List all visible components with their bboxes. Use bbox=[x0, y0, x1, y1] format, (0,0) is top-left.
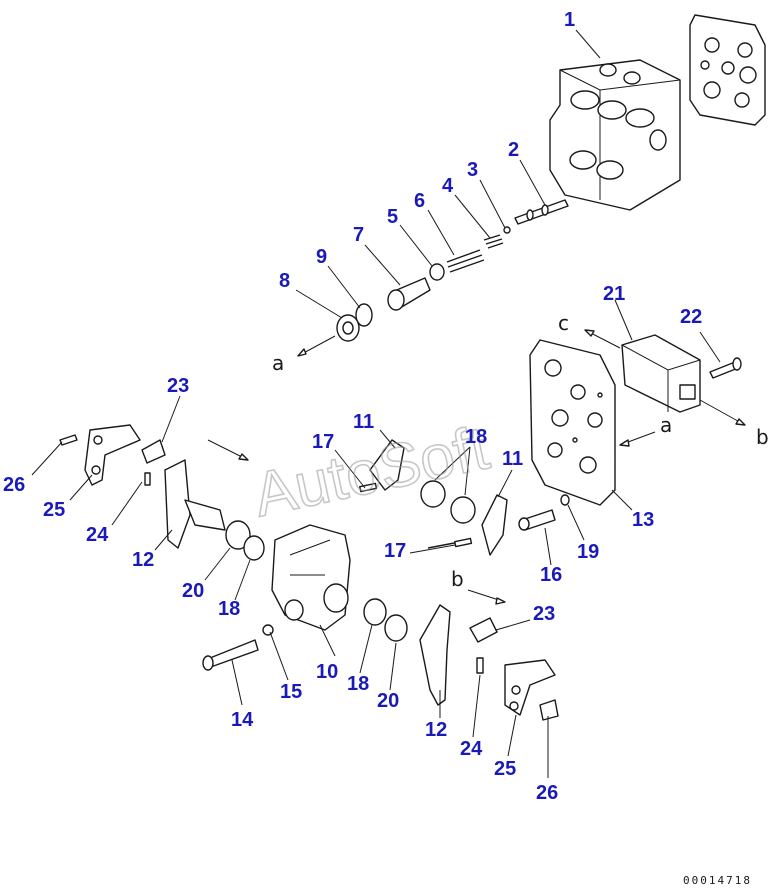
piston-plug bbox=[336, 277, 431, 342]
center-block bbox=[271, 524, 351, 631]
spring-and-seats bbox=[429, 226, 511, 281]
callout-15: 15 bbox=[280, 681, 302, 703]
letter-a-right: a bbox=[660, 413, 672, 437]
callout-24-upper: 24 bbox=[86, 524, 109, 546]
callout-13: 13 bbox=[632, 509, 654, 531]
letter-b-right: b bbox=[756, 425, 769, 449]
callout-17-upper: 17 bbox=[312, 431, 334, 453]
callout-10: 10 bbox=[316, 661, 338, 683]
callout-23-lower: 23 bbox=[533, 603, 555, 625]
flow-arrows bbox=[207, 329, 746, 605]
solenoid-valve bbox=[621, 334, 742, 413]
callout-4: 4 bbox=[442, 175, 454, 197]
callout-20-lower: 20 bbox=[377, 690, 399, 712]
side-plate bbox=[689, 14, 766, 126]
callout-11-right: 11 bbox=[502, 448, 523, 470]
callout-2: 2 bbox=[508, 139, 519, 161]
callout-labels: 1 2 3 4 5 6 7 8 9 21 22 23 26 25 24 11 1… bbox=[3, 9, 702, 804]
callout-16: 16 bbox=[540, 564, 562, 586]
connection-letters: a a b b c bbox=[272, 311, 769, 591]
callout-8: 8 bbox=[279, 270, 290, 292]
callout-18-left: 18 bbox=[218, 598, 240, 620]
callout-12-left: 12 bbox=[132, 549, 154, 571]
callout-11-left: 11 bbox=[353, 411, 374, 433]
callout-3: 3 bbox=[467, 159, 478, 181]
callout-12-right: 12 bbox=[425, 719, 447, 741]
callout-23-upper: 23 bbox=[167, 375, 189, 397]
callout-17-lower: 17 bbox=[384, 540, 406, 562]
gasket-plate bbox=[529, 339, 616, 506]
callout-7: 7 bbox=[353, 224, 364, 246]
callout-26-lower: 26 bbox=[536, 782, 558, 804]
callout-6: 6 bbox=[414, 190, 425, 212]
callout-1: 1 bbox=[564, 9, 575, 31]
valve-body bbox=[549, 59, 681, 211]
lower-right-lever-assembly bbox=[363, 598, 559, 721]
callout-14: 14 bbox=[231, 709, 254, 731]
letter-a-left: a bbox=[272, 351, 284, 375]
callout-25-lower: 25 bbox=[494, 758, 516, 780]
left-lever-assembly bbox=[59, 424, 265, 561]
callout-18-upper: 18 bbox=[465, 426, 487, 448]
bolts-and-washers bbox=[202, 482, 570, 671]
callout-5: 5 bbox=[387, 206, 398, 228]
center-rollers bbox=[364, 439, 508, 556]
spool bbox=[514, 199, 569, 225]
callout-22: 22 bbox=[680, 306, 702, 328]
callout-18-lower: 18 bbox=[347, 673, 369, 695]
callout-19: 19 bbox=[577, 541, 599, 563]
leader-lines bbox=[31, 29, 721, 778]
callout-9: 9 bbox=[316, 246, 327, 268]
callout-21: 21 bbox=[603, 283, 625, 305]
letter-b-lower: b bbox=[451, 567, 464, 591]
callout-26-upper: 26 bbox=[3, 474, 25, 496]
letter-c: c bbox=[558, 311, 569, 335]
document-number: 00014718 bbox=[683, 874, 752, 887]
callout-25-upper: 25 bbox=[43, 499, 65, 521]
callout-24-lower: 24 bbox=[460, 738, 483, 760]
callout-20-left: 20 bbox=[182, 580, 204, 602]
